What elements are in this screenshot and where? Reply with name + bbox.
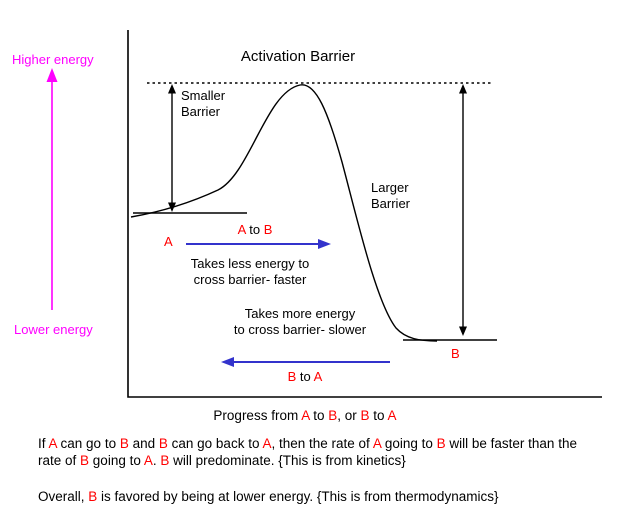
energy-scale-arrowhead-icon	[46, 68, 58, 82]
state-b-label: B	[451, 346, 460, 361]
smaller-barrier-arrowhead-bottom-icon	[168, 202, 176, 212]
takes-more-energy-label: Takes more energy to cross barrier- slow…	[233, 306, 367, 337]
smaller-barrier-label: Smaller Barrier	[181, 88, 226, 119]
state-a-label: A	[164, 234, 173, 249]
diagram-title: Activation Barrier	[240, 48, 356, 65]
larger-barrier-arrowhead-top-icon	[459, 84, 467, 94]
smaller-barrier-arrowhead-top-icon	[168, 84, 176, 94]
larger-barrier-arrowhead-bottom-icon	[459, 326, 467, 336]
lower-energy-label: Lower energy	[14, 322, 93, 337]
a-to-b-label: A to B	[237, 222, 273, 237]
energy-curve	[130, 84, 438, 342]
progress-axis-caption: Progress from A to B, or B to A	[213, 408, 397, 423]
larger-barrier-label: Larger Barrier	[371, 180, 411, 211]
a-to-b-arrowhead-icon	[318, 239, 331, 249]
thermodynamics-note: Overall, B is favored by being at lower …	[38, 489, 499, 504]
kinetics-note: If A can go to B and B can go back to A,…	[38, 436, 577, 468]
plot-axes	[127, 30, 602, 398]
b-to-a-arrowhead-icon	[221, 357, 234, 367]
higher-energy-label: Higher energy	[12, 52, 94, 67]
b-to-a-label: B to A	[287, 369, 323, 384]
takes-less-energy-label: Takes less energy to cross barrier- fast…	[190, 256, 310, 287]
